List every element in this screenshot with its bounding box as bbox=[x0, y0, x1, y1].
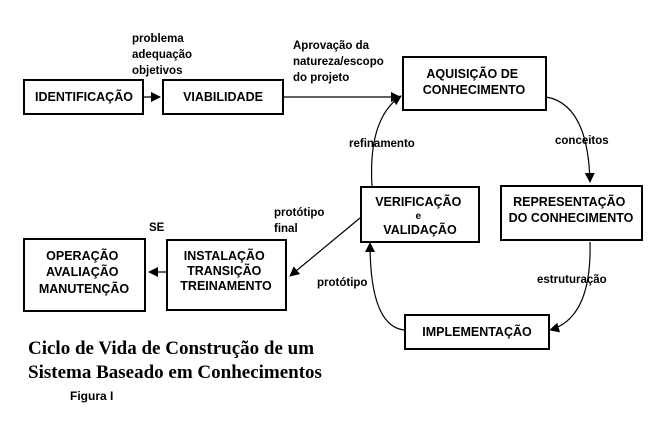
box-operacao: OPERAÇÃO AVALIAÇÃO MANUTENÇÃO bbox=[23, 238, 146, 312]
box-label: REPRESENTAÇÃO DO CONHECIMENTO bbox=[509, 194, 634, 225]
label-prototipo-final: protótipo final bbox=[274, 207, 328, 235]
label-refinamento: refinamento bbox=[349, 138, 415, 150]
box-label: OPERAÇÃO AVALIAÇÃO MANUTENÇÃO bbox=[39, 248, 130, 296]
box-label: VIABILIDADE bbox=[183, 90, 263, 104]
box-label: IMPLEMENTAÇÃO bbox=[422, 324, 532, 339]
arrow-implementacao-verificacao bbox=[365, 242, 405, 331]
label-conceitos: conceitos bbox=[555, 135, 609, 147]
box-verificacao: VERIFICAÇÃO e VALIDAÇÃO bbox=[360, 186, 480, 243]
arrow-verificacao-instalacao bbox=[289, 217, 361, 277]
box-label: AQUISIÇÃO DE CONHECIMENTO bbox=[423, 66, 526, 97]
box-viabilidade: VIABILIDADE bbox=[162, 79, 284, 115]
label-prototipo: protótipo bbox=[317, 277, 367, 289]
caption-line-2: Sistema Baseado em Conhecimentos bbox=[28, 362, 322, 383]
box-label: VERIFICAÇÃO e VALIDAÇÃO bbox=[375, 194, 465, 237]
box-instalacao: INSTALAÇÃO TRANSIÇÃO TREINAMENTO bbox=[166, 239, 287, 311]
caption-line-1: Ciclo de Vida de Construção de um bbox=[28, 338, 314, 359]
label-se: SE bbox=[149, 222, 165, 234]
box-label: IDENTIFICAÇÃO bbox=[35, 89, 133, 104]
box-aquisicao: AQUISIÇÃO DE CONHECIMENTO bbox=[402, 56, 547, 111]
label-problema: problema adequação objetivos bbox=[132, 33, 195, 77]
box-label: INSTALAÇÃO TRANSIÇÃO TREINAMENTO bbox=[180, 248, 272, 293]
box-representacao: REPRESENTAÇÃO DO CONHECIMENTO bbox=[500, 185, 643, 241]
arrow-verificacao-aquisicao bbox=[370, 95, 402, 187]
box-identificacao: IDENTIFICAÇÃO bbox=[23, 79, 144, 115]
connectors bbox=[143, 92, 595, 333]
figure-label: Figura I bbox=[70, 389, 113, 403]
label-estruturacao: estruturação bbox=[537, 274, 607, 286]
arrow-representacao-implementacao bbox=[549, 241, 591, 333]
label-aprovacao: Aprovação da natureza/escopo do projeto bbox=[293, 40, 387, 84]
arrow-aquisicao-representacao bbox=[545, 96, 595, 183]
box-implementacao: IMPLEMENTAÇÃO bbox=[404, 314, 550, 350]
